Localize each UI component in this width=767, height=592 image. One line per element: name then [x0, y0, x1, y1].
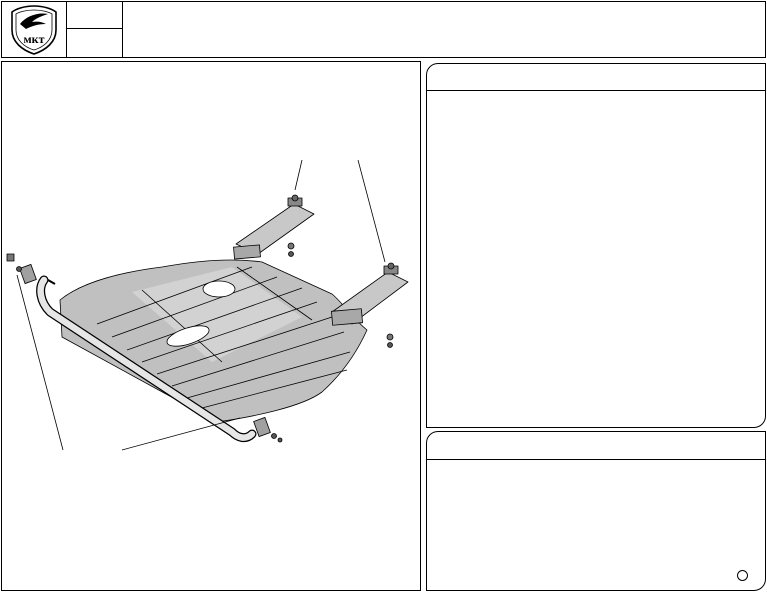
- logo-cell: мкт: [2, 2, 67, 57]
- shield-logo-icon: мкт: [11, 5, 57, 55]
- nut: [16, 266, 22, 272]
- nut: [386, 333, 394, 341]
- code-cell-bottom: [66, 29, 123, 57]
- plate-hole: [166, 325, 210, 347]
- nut: [387, 342, 393, 348]
- nut: [288, 251, 294, 257]
- tube-flange: [19, 264, 37, 284]
- page-marker-circle: [737, 570, 748, 581]
- parts-list-panel: [426, 63, 766, 428]
- title-cell: [123, 2, 765, 57]
- washer: [6, 253, 15, 262]
- notes-panel: [426, 431, 766, 591]
- drawing-panel: [1, 61, 421, 591]
- notes-header: [427, 432, 765, 460]
- skid-plate-drawing: [6, 159, 409, 451]
- nut: [271, 433, 277, 439]
- parts-list-header: [427, 64, 765, 91]
- title-block: мкт: [1, 1, 766, 58]
- tube-flange: [253, 417, 271, 437]
- plate-hole: [202, 280, 236, 298]
- nut: [287, 242, 295, 250]
- bolt: [47, 279, 56, 285]
- nut: [277, 437, 283, 443]
- code-cell-top: [66, 2, 123, 29]
- logo-text: мкт: [24, 32, 45, 46]
